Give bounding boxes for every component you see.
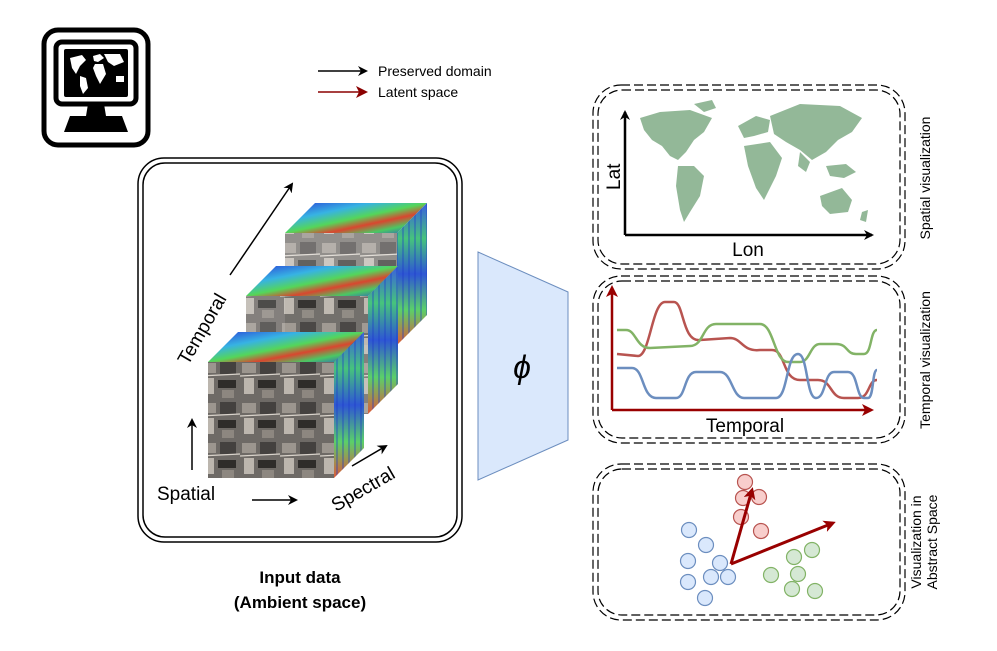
abstract-panel: Visualization in Abstract Space	[592, 463, 940, 621]
world-map-icon	[70, 54, 124, 94]
legend-preserved-label: Preserved domain	[378, 63, 492, 79]
latent-vector-right	[730, 520, 836, 566]
temporal-panel: Temporal Temporal visualization	[592, 275, 933, 444]
point-green	[762, 566, 780, 584]
point-blue	[696, 589, 714, 607]
mapping-function: ϕ	[477, 251, 569, 481]
point-red	[752, 522, 770, 540]
point-blue	[679, 573, 697, 591]
point-green	[785, 548, 803, 566]
temporal-axis-arrow	[229, 182, 294, 276]
spatial-panel: Lat Lon Spatial visualization	[592, 84, 933, 270]
spectral-axis-arrow	[351, 444, 388, 467]
cluster-green	[762, 541, 824, 600]
point-blue	[679, 552, 697, 570]
input-data-panel: Temporal Spatial Spectral	[137, 157, 463, 543]
temporal-series-green	[617, 322, 878, 364]
world-map	[640, 100, 868, 222]
abstract-side-label-line2: Abstract Space	[924, 494, 940, 589]
legend: Preserved domain Latent space	[318, 63, 492, 100]
temporal-series-red	[616, 300, 878, 400]
spatial-axis-label: Spatial	[157, 484, 215, 505]
abstract-side-label-line1: Visualization in	[908, 495, 924, 588]
phi-symbol: ϕ	[513, 349, 531, 385]
hypercube-front	[208, 332, 364, 478]
point-blue	[702, 568, 720, 586]
temporal-x-label: Temporal	[706, 416, 784, 437]
spatial-side-label: Spatial visualization	[917, 117, 933, 240]
point-blue	[711, 554, 729, 572]
point-green	[783, 580, 801, 598]
point-red	[736, 473, 754, 491]
point-green	[789, 565, 807, 583]
lat-label: Lat	[604, 163, 625, 190]
temporal-series-blue	[617, 352, 879, 400]
cluster-blue	[679, 521, 737, 607]
point-green	[803, 541, 821, 559]
point-blue	[719, 568, 737, 586]
lon-label: Lon	[732, 240, 764, 261]
legend-latent-label: Latent space	[378, 84, 458, 100]
point-green	[806, 582, 824, 600]
point-blue	[680, 521, 698, 539]
point-blue	[697, 536, 715, 554]
input-title-line2: (Ambient space)	[234, 593, 366, 612]
cluster-red	[732, 473, 770, 540]
point-red	[750, 488, 768, 506]
computer-monitor-icon	[41, 27, 151, 148]
latent-vector-up	[729, 487, 756, 565]
input-title-line1: Input data	[259, 568, 341, 587]
temporal-side-label: Temporal visualization	[917, 291, 933, 429]
